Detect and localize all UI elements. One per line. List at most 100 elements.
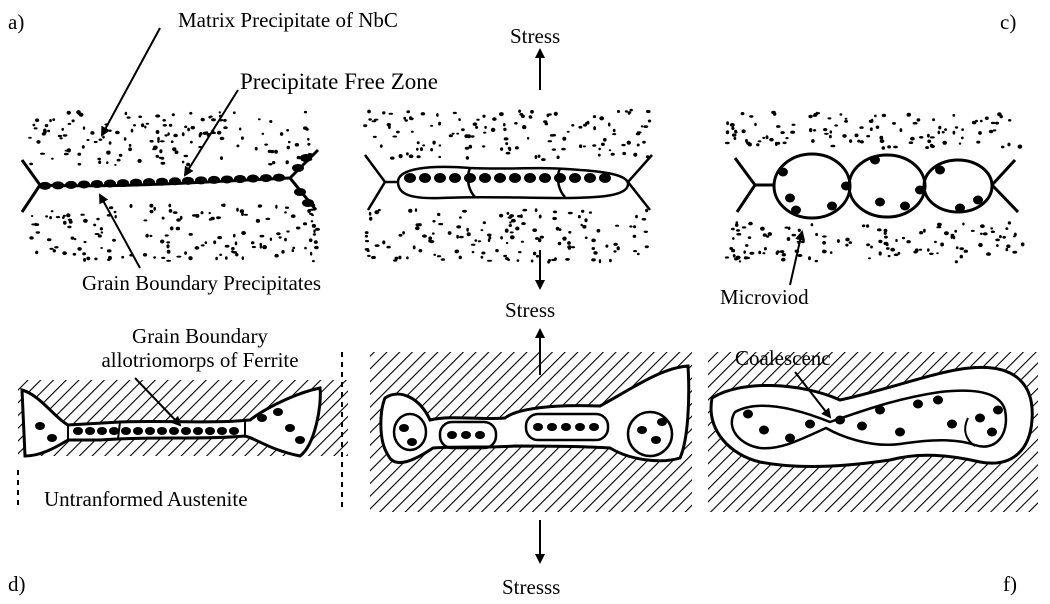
precipitate <box>935 166 945 175</box>
matrix-dot <box>567 131 570 133</box>
matrix-dot <box>613 243 617 246</box>
matrix-dot <box>73 253 77 256</box>
matrix-dot <box>886 247 890 250</box>
matrix-dot <box>406 152 409 155</box>
matrix-dot <box>559 228 562 231</box>
matrix-dot <box>216 216 221 219</box>
matrix-dot <box>986 252 991 256</box>
matrix-dot <box>834 124 838 126</box>
matrix-dot <box>68 123 72 125</box>
matrix-dot <box>258 118 261 120</box>
precipitate <box>494 173 506 183</box>
matrix-dot <box>510 231 514 233</box>
matrix-dot <box>191 126 196 130</box>
matrix-dot <box>815 260 818 262</box>
matrix-dots-b <box>363 109 651 264</box>
matrix-dot <box>592 144 596 147</box>
matrix-dot <box>582 225 586 229</box>
matrix-dot <box>535 237 539 240</box>
precipitate <box>895 428 905 437</box>
matrix-dot <box>420 147 423 151</box>
matrix-dot <box>829 135 832 139</box>
precipitate <box>130 179 142 187</box>
matrix-dot <box>175 150 179 154</box>
matrix-dot <box>438 156 441 158</box>
matrix-dot <box>562 237 566 241</box>
matrix-dot <box>365 240 369 242</box>
precipitate <box>657 418 667 426</box>
precipitate <box>547 423 557 431</box>
matrix-dot <box>888 255 891 257</box>
matrix-dot <box>830 145 835 148</box>
matrix-dot <box>571 124 574 127</box>
matrix-dot <box>845 244 848 247</box>
matrix-dot <box>482 145 485 147</box>
precipitate <box>193 427 203 435</box>
matrix-dot <box>980 120 983 123</box>
matrix-dot <box>745 244 749 247</box>
matrix-dot <box>465 147 469 150</box>
matrix-dot <box>291 214 296 218</box>
precipitate <box>182 177 194 185</box>
matrix-dot <box>611 153 615 156</box>
matrix-dot <box>467 232 471 236</box>
matrix-dot <box>781 258 786 262</box>
matrix-dot <box>430 148 433 151</box>
matrix-dot <box>956 246 959 249</box>
matrix-dot <box>641 125 644 127</box>
matrix-dot <box>1002 236 1006 239</box>
precipitate <box>145 427 155 435</box>
matrix-dot <box>585 122 588 125</box>
precipitate <box>778 168 788 177</box>
label-matrix-precipitate: Matrix Precipitate of NbC <box>178 10 398 31</box>
matrix-dot <box>955 260 958 263</box>
precipitate <box>181 427 191 435</box>
matrix-dot <box>418 223 422 226</box>
matrix-dot <box>109 206 113 209</box>
precipitate <box>285 424 295 432</box>
matrix-dot <box>758 251 761 255</box>
matrix-dot <box>453 112 457 114</box>
matrix-dot <box>553 211 557 214</box>
matrix-dot <box>131 129 134 133</box>
matrix-dot <box>272 161 275 164</box>
matrix-dot <box>437 255 441 257</box>
matrix-dot <box>433 254 436 256</box>
matrix-dot <box>219 111 221 113</box>
matrix-dot <box>215 257 218 260</box>
matrix-dot <box>127 116 131 118</box>
matrix-dot <box>535 208 538 212</box>
matrix-dot <box>156 155 160 158</box>
matrix-dot <box>561 148 566 151</box>
matrix-dot <box>270 150 274 153</box>
matrix-dot <box>471 244 476 246</box>
matrix-dot <box>150 210 154 213</box>
precipitate <box>302 199 314 207</box>
matrix-dot <box>643 125 648 128</box>
matrix-dot <box>1018 145 1023 149</box>
matrix-dot <box>960 255 963 259</box>
matrix-dot <box>456 235 459 239</box>
precipitate <box>875 406 885 415</box>
precipitate <box>169 427 179 435</box>
precipitate <box>247 175 259 183</box>
matrix-dot <box>274 254 278 258</box>
matrix-dot <box>961 137 964 140</box>
precipitate <box>449 173 461 183</box>
matrix-dot <box>98 161 101 165</box>
precipitate <box>584 173 596 183</box>
matrix-dot <box>260 235 265 238</box>
matrix-dot <box>971 230 975 232</box>
matrix-dot <box>107 259 111 261</box>
matrix-dot <box>466 156 469 160</box>
matrix-dot <box>309 213 313 215</box>
matrix-dot <box>374 119 379 121</box>
matrix-dot <box>369 217 372 221</box>
matrix-dot <box>866 135 870 137</box>
matrix-dot <box>184 126 187 129</box>
matrix-dot <box>993 129 997 131</box>
matrix-dot <box>269 120 272 123</box>
matrix-dot <box>536 255 539 258</box>
matrix-dot <box>731 228 735 231</box>
matrix-dot <box>996 244 999 247</box>
